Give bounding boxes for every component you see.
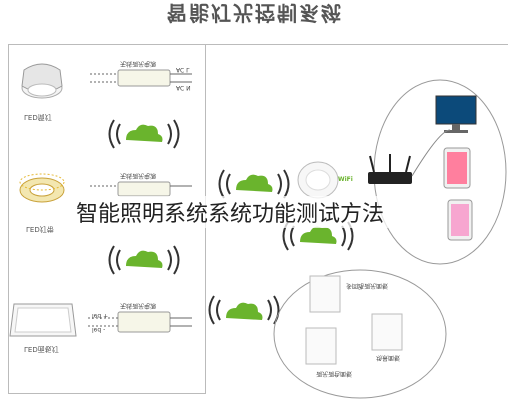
top-rule [8,44,508,45]
wireless-cloud-1 [108,119,180,149]
wifi-brand: WiFi [338,176,353,183]
overlay-caption: 智能照明系统系统功能测试方法 [72,196,389,228]
terminal-led-minus: led - [92,326,106,333]
controller-label-1: 无线调光电源 [120,60,157,67]
controller-label-2: 无线调光电源 [120,172,157,179]
controller-2 [90,181,192,197]
led-panel-icon [9,303,77,337]
panel-label-multi: 多回路调光面板 [346,282,389,289]
panel-label-scene: 场景面板 [376,354,401,361]
access-point-icon [297,161,339,199]
panel-group [273,269,447,399]
controller-label-3: 无线调光电源 [120,302,157,309]
terminal-ac-l: AC L [176,66,190,73]
device-label-panel: LED面板灯 [24,345,59,353]
wireless-cloud-5 [208,295,280,325]
terminal-led-plus: led + [92,312,109,319]
device-label-downlight: LED筒灯 [24,113,52,121]
controller-1 [90,69,192,87]
network-group [368,79,507,265]
panel-label-dim: 调光调色面板 [316,370,353,377]
wireless-cloud-3 [218,169,290,199]
terminal-ac-n: AC N [176,84,191,91]
downlight-icon [21,63,63,99]
device-label-strip: LED灯带 [26,225,54,233]
led-strip-icon [19,173,65,203]
wireless-cloud-2 [108,245,180,275]
controller-3 [88,311,192,333]
